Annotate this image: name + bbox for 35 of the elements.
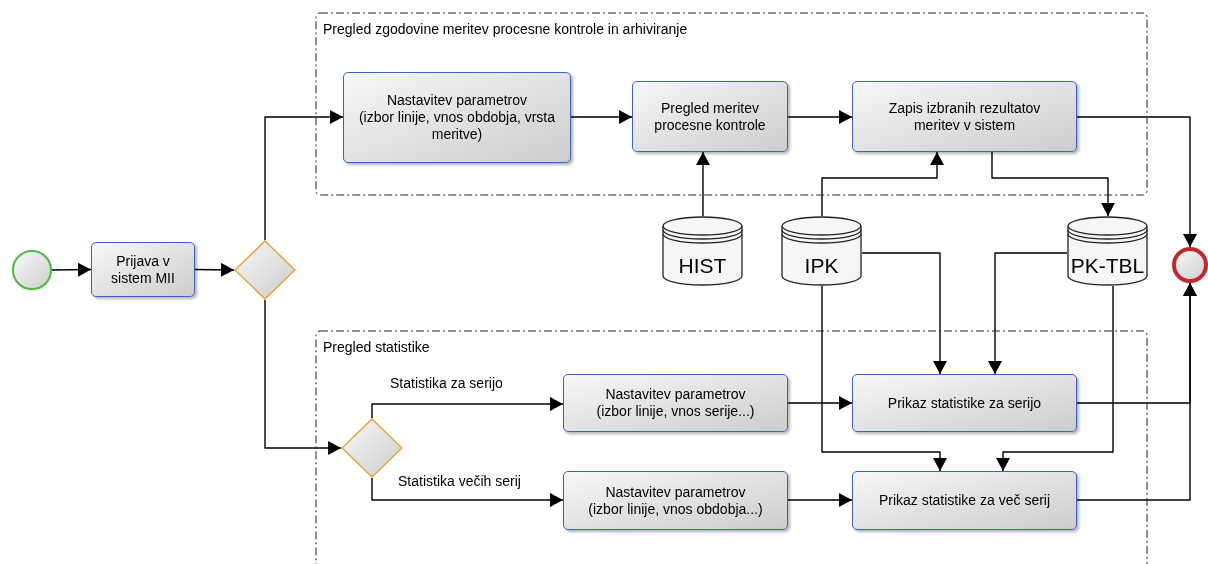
connector-arrow bbox=[264, 299, 342, 455]
connector-arrow bbox=[1076, 116, 1197, 248]
task-box: Prijava v sistem MII bbox=[91, 242, 195, 297]
connector-arrow bbox=[1076, 282, 1197, 501]
group-title: Pregled zgodovine meritev procesne kontrole in arhiviranje bbox=[323, 20, 688, 38]
database-label: HIST bbox=[677, 254, 728, 278]
connector-arrow bbox=[51, 262, 92, 277]
task-box: Prikaz statistike za več serij bbox=[852, 471, 1077, 530]
connector-arrow bbox=[861, 252, 947, 375]
task-box: Nastavitev parametrov (izbor linije, vnos obdobja...) bbox=[563, 471, 788, 530]
edge-label: Statistika večih serij bbox=[396, 473, 523, 490]
task-box: Nastavitev parametrov (izbor linije, vnos obdobja, vrsta meritve) bbox=[343, 72, 571, 163]
task-box: Nastavitev parametrov (izbor linije, vnos serije...) bbox=[563, 374, 788, 432]
connector-arrow bbox=[787, 493, 853, 507]
group-title: Pregled statistike bbox=[323, 338, 430, 356]
connector-arrow bbox=[787, 110, 853, 124]
gateway-diamond bbox=[234, 240, 296, 300]
connector-arrow bbox=[570, 110, 633, 124]
task-box: Prikaz statistike za serijo bbox=[852, 374, 1077, 432]
database-label: PK-TBL bbox=[1069, 254, 1146, 278]
connector-arrow bbox=[991, 151, 1115, 217]
edge-label: Statistika za serijo bbox=[388, 375, 505, 392]
connector-arrow bbox=[996, 285, 1114, 472]
connector-arrow bbox=[821, 285, 947, 472]
connector-arrow bbox=[988, 252, 1068, 375]
connector-arrow bbox=[194, 262, 235, 277]
task-box: Zapis izbranih rezultatov meritev v sistem bbox=[852, 81, 1077, 152]
database-label: IPK bbox=[803, 254, 840, 278]
connector-arrow bbox=[821, 151, 944, 217]
connector-arrow bbox=[787, 396, 853, 410]
connector-arrow bbox=[371, 477, 564, 507]
task-box: Pregled meritev procesne kontrole bbox=[632, 81, 788, 152]
connector-arrow bbox=[264, 110, 344, 241]
connector-arrow bbox=[696, 151, 710, 217]
connector-arrow bbox=[371, 397, 564, 419]
